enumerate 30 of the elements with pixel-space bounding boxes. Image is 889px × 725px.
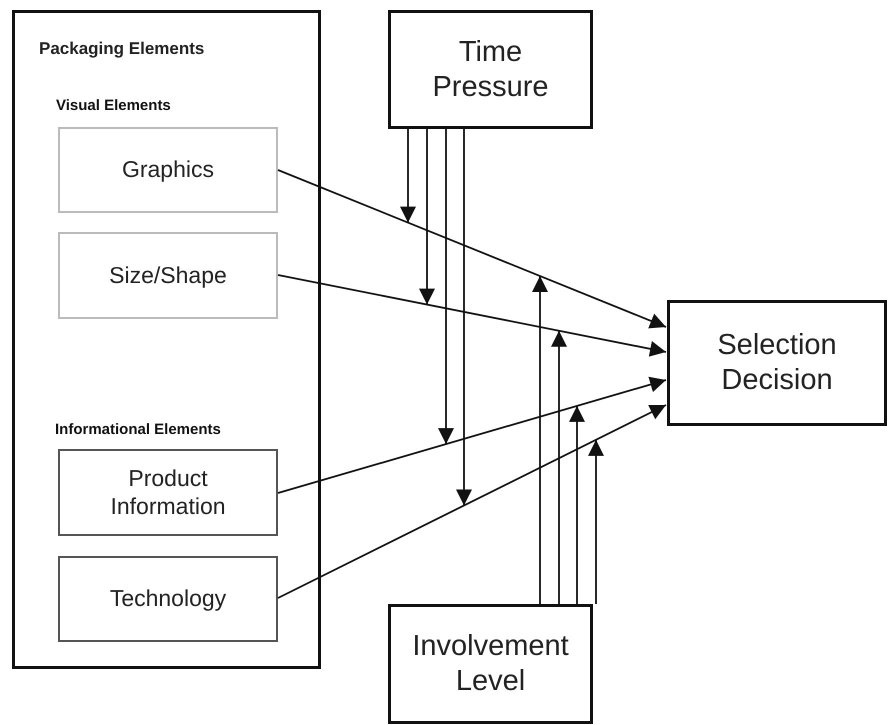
arrow — [278, 404, 666, 599]
arrow — [278, 274, 666, 357]
node-label: Technology — [110, 585, 226, 613]
process-box — [667, 300, 887, 426]
process-box — [388, 10, 593, 129]
node-label: Size/Shape — [109, 262, 227, 290]
arrow — [278, 376, 666, 494]
arrow — [419, 129, 435, 305]
arrow — [532, 276, 548, 604]
arrow — [278, 169, 666, 328]
process-box — [58, 556, 278, 642]
node-label: Involvement Level — [411, 629, 570, 699]
arrow — [400, 129, 416, 223]
process-box — [58, 127, 278, 213]
process-box — [58, 232, 278, 319]
group-panel — [12, 10, 321, 669]
section-heading: Informational Elements — [55, 421, 221, 438]
arrow — [551, 330, 567, 604]
arrow — [588, 440, 604, 604]
group-heading: Packaging Elements — [39, 39, 204, 60]
section-heading: Visual Elements — [56, 97, 171, 114]
node-label: Graphics — [122, 156, 214, 184]
node-label: Product Information — [109, 464, 227, 520]
process-box — [388, 604, 593, 724]
arrow — [569, 406, 585, 604]
arrow — [456, 129, 472, 506]
arrow — [438, 129, 454, 444]
node-label: Selection Decision — [716, 328, 838, 398]
process-box — [58, 449, 278, 536]
node-label: Time Pressure — [431, 34, 550, 104]
